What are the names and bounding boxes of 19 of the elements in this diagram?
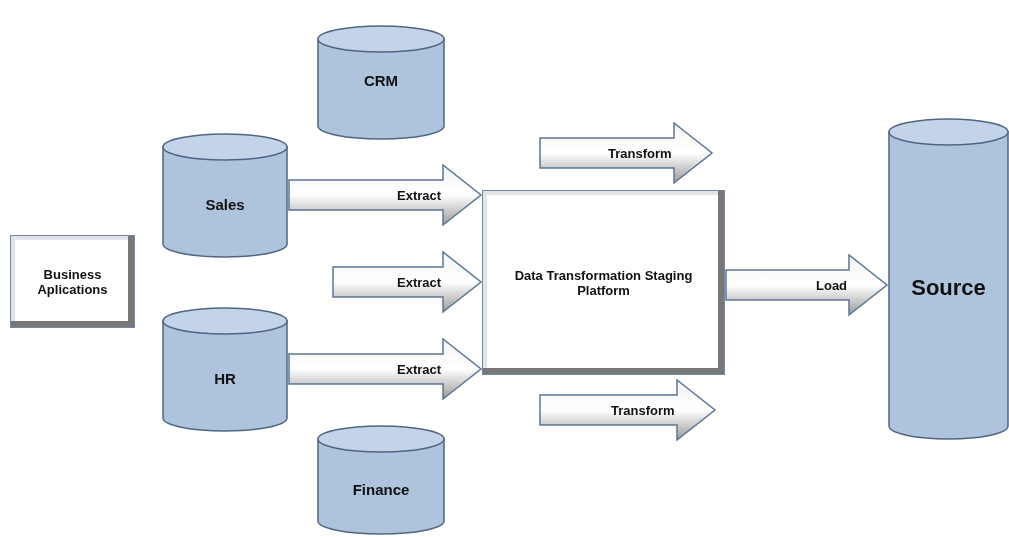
edge-label: Load <box>816 277 848 293</box>
block-arrow <box>725 253 889 317</box>
block-arrow <box>288 337 483 401</box>
arrow-label: Transform <box>611 402 675 418</box>
edge-label: Extract <box>397 361 442 377</box>
arrow-label: Transform <box>608 145 672 161</box>
node-label: HR <box>214 370 236 387</box>
node-label: CRM <box>363 72 399 89</box>
block-arrow <box>332 250 483 314</box>
node-label: Business Aplications <box>36 266 109 297</box>
node-label: Data Transformation Staging Platform <box>513 267 694 298</box>
node-label: Sales <box>205 196 245 213</box>
block-arrow <box>288 163 483 227</box>
process-box <box>482 190 725 375</box>
node-label: Source <box>911 275 986 301</box>
edge-label: Extract <box>397 187 442 203</box>
process-box <box>10 235 135 328</box>
node-label: Finance <box>352 480 410 498</box>
edge-label: Extract <box>397 274 442 290</box>
